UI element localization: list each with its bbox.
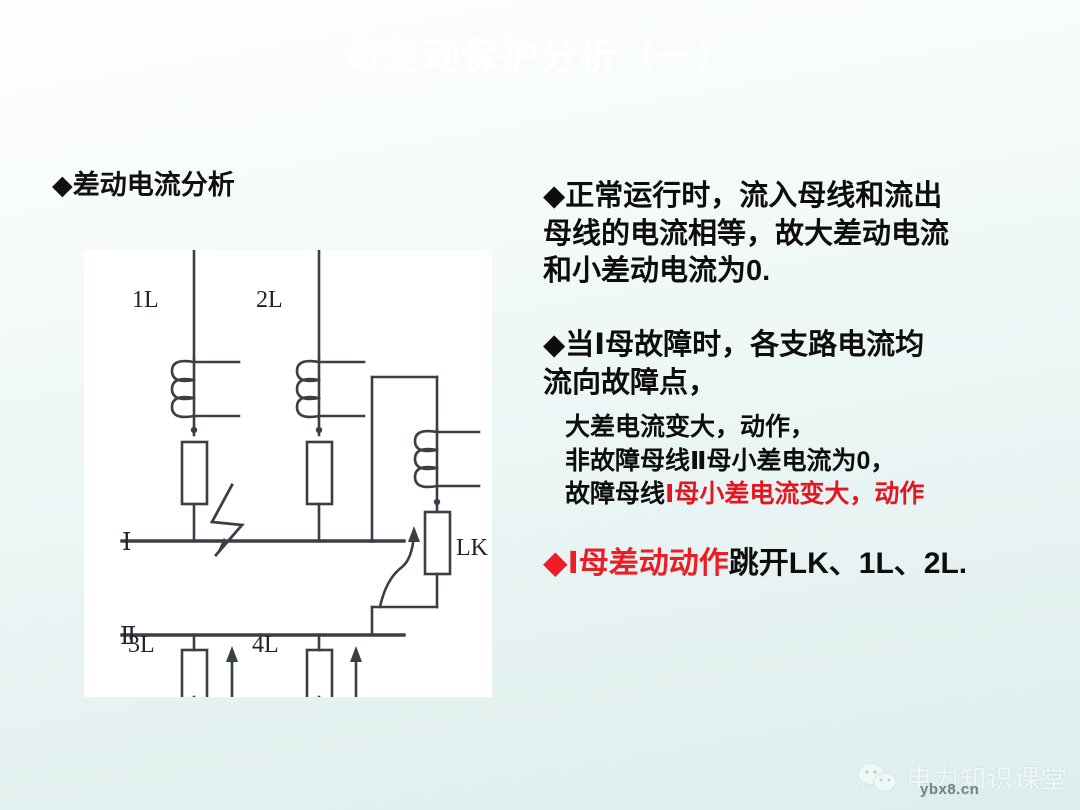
paragraph-2-line-2: 流向故障点， <box>543 366 718 399</box>
watermark: 电力知识课堂 ybx8.cn <box>856 759 1068 798</box>
ct-2l-polarity-dot <box>315 426 323 434</box>
subline-3-black: 故障母线 <box>565 480 666 509</box>
busbar-circuit-schematic: Ⅰ Ⅱ 1L 2L 3L 4L LK <box>120 250 489 697</box>
label-busbar-1: Ⅰ <box>122 530 131 556</box>
busbar-protection-diagram-panel: Ⅰ Ⅱ 1L 2L 3L 4L LK 3L 4L <box>84 250 492 697</box>
fault-symbol-arrowhead <box>216 538 228 555</box>
explanation-column: ◆正常运行时，流入母线和流出 母线的电流相等，故大差动电流 和小差动电流为0. … <box>543 178 1080 582</box>
watermark-brand-text: 电力知识课堂 ybx8.cn <box>905 759 1068 798</box>
paragraph-1-line-1: ◆正常运行时，流入母线和流出 <box>543 180 943 212</box>
fault-detail-list: 大差电流变大，动作， 非故障母线Ⅱ母小差电流为0， 故障母线Ⅰ母小差电流变大，动… <box>543 411 1080 512</box>
paragraph-bus-1-fault: ◆当Ⅰ母故障时，各支路电流均 流向故障点， <box>543 327 1080 402</box>
breaker-2l <box>305 440 334 506</box>
coupler-current-arrowhead <box>408 526 420 542</box>
paragraph-1-line-3: 和小差动电流为0. <box>543 255 771 288</box>
page-title: 母差动保护分析（一） <box>345 36 735 77</box>
label-feeder-2l: 2L <box>256 287 283 313</box>
watermark-brand: 电力知识课堂 <box>905 764 1068 794</box>
breaker-1l <box>180 440 209 506</box>
label-feeder-1l: 1L <box>132 287 159 313</box>
label-feeder-4l-text: 4L <box>252 632 279 658</box>
subline-3-red: Ⅰ母小差电流变大，动作 <box>665 480 925 509</box>
ct-1l-loop-3 <box>170 395 196 419</box>
paragraph-spacer <box>543 291 1080 327</box>
subline-2-black: 非故障母线Ⅱ母小差电流为0， <box>565 446 896 475</box>
paragraph-1-line-2: 母线的电流相等，故大差动电流 <box>543 217 950 250</box>
list-item: 故障母线Ⅰ母小差电流变大，动作 <box>565 478 1080 512</box>
conclusion-red-part: Ⅰ母差动动作 <box>567 546 729 580</box>
ct-1l-polarity-dot <box>190 426 198 434</box>
wechat-icon <box>857 762 898 794</box>
breaker-4l <box>305 648 334 697</box>
current-arrow-4l-head <box>350 646 362 662</box>
ct-lk-polarity-dot <box>433 498 441 506</box>
paragraph-2-line-1: ◆当Ⅰ母故障时，各支路电流均 <box>543 329 925 362</box>
watermark-url: ybx8.cn <box>919 781 980 798</box>
ct-2l-loop-3 <box>295 395 321 419</box>
conclusion-line: ◆Ⅰ母差动动作跳开LK、1L、2L. <box>543 538 1080 582</box>
conclusion-black-part: 跳开LK、1L、2L. <box>728 546 968 580</box>
label-feeder-3l-text: 3L <box>128 632 155 658</box>
breaker-3l <box>180 648 209 697</box>
current-arrow-3l-head <box>226 646 238 662</box>
ct-lk-loop-3 <box>413 465 439 489</box>
paragraph-normal-operation: ◆正常运行时，流入母线和流出 母线的电流相等，故大差动电流 和小差动电流为0. <box>543 178 1080 291</box>
list-item: 非故障母线Ⅱ母小差电流为0， <box>565 445 1080 479</box>
ct-1l-loop-1 <box>170 359 196 383</box>
ct-2l-loop-1 <box>295 359 321 383</box>
breaker-lk <box>423 510 452 576</box>
subline-1-black: 大差电流变大，动作， <box>565 413 816 442</box>
label-coupler-lk: LK <box>456 535 489 561</box>
label-busbar-2: Ⅱ <box>120 624 136 650</box>
fault-symbol-lightning <box>209 483 245 557</box>
ct-1l-loop-2 <box>170 377 196 401</box>
ct-2l-loop-2 <box>295 377 321 401</box>
bullet-diamond-icon: ◆ <box>543 543 568 580</box>
coupler-current-curve <box>378 533 416 609</box>
list-item: 大差电流变大，动作， <box>565 411 1080 445</box>
section-heading-differential-current: ◆差动电流分析 <box>52 170 235 200</box>
ct-lk-loop-2 <box>413 447 439 471</box>
ct-lk-loop-1 <box>413 429 439 453</box>
